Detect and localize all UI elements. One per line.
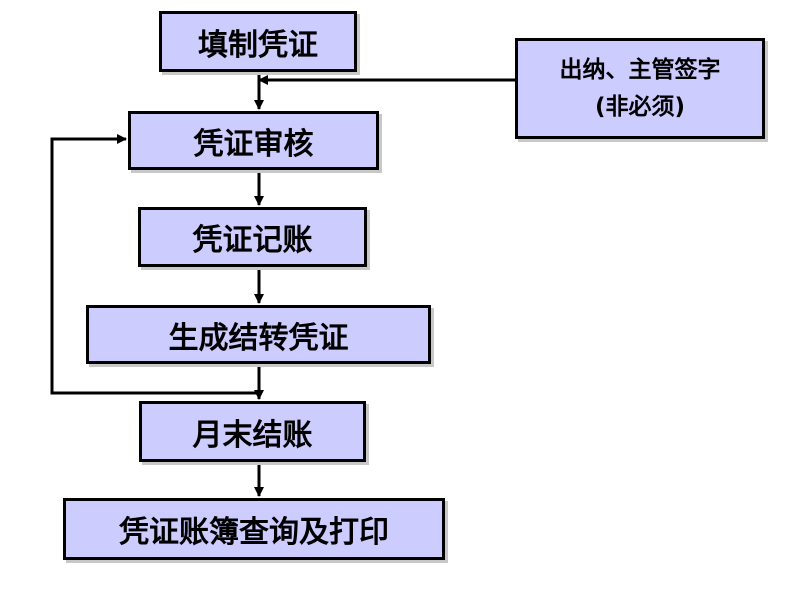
side-note-signature: 出纳、主管签字 (非必须) bbox=[515, 38, 765, 139]
step-label: 生成结转凭证 bbox=[168, 320, 349, 356]
step-label: 月末结账 bbox=[192, 417, 313, 453]
step-query-print: 凭证账簿查询及打印 bbox=[63, 498, 445, 560]
side-note-line2: (非必须) bbox=[594, 93, 686, 120]
step-label: 凭证账簿查询及打印 bbox=[119, 515, 389, 550]
step-generate-transfer: 生成结转凭证 bbox=[86, 305, 431, 364]
step-month-end-close: 月末结账 bbox=[139, 401, 366, 462]
side-note-line1: 出纳、主管签字 bbox=[559, 56, 721, 83]
step-label: 填制凭证 bbox=[198, 27, 318, 63]
step-label: 凭证审核 bbox=[193, 126, 314, 162]
arrow-loop-back-to-review bbox=[50, 134, 259, 395]
step-review-voucher: 凭证审核 bbox=[128, 111, 379, 170]
step-label: 凭证记账 bbox=[192, 223, 313, 258]
step-post-voucher: 凭证记账 bbox=[138, 207, 367, 267]
step-fill-voucher: 填制凭证 bbox=[159, 11, 357, 72]
